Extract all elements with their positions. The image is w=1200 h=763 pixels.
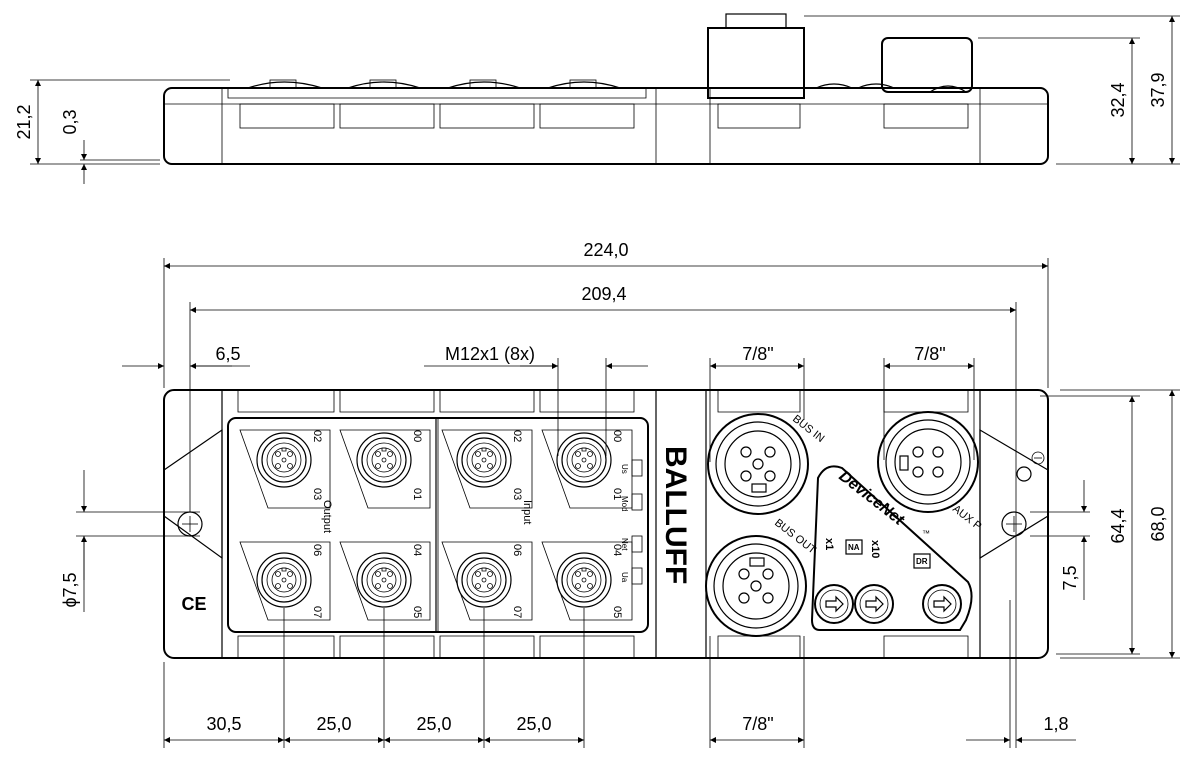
dim-right-gap: 1,8: [1043, 714, 1068, 734]
aux-power-label: AUX P: [950, 503, 983, 533]
output-label: Output: [321, 500, 333, 533]
port-label: 01: [611, 488, 623, 500]
dim-height-body: 32,4: [1108, 82, 1128, 117]
dim-total-length: 224,0: [583, 240, 628, 260]
led-us-label: Us: [620, 464, 629, 474]
dim-height-left: 21,2: [14, 104, 34, 139]
x1-label: x1: [823, 538, 835, 550]
status-leds: Us Mod Net Ua: [620, 459, 643, 585]
top-dimensions: 224,0 209,4 6,5 M12x1 (8x) 7/8" 7/8": [60, 240, 1180, 748]
bus-in-connector: [707, 413, 809, 515]
port-label: 02: [511, 430, 523, 442]
port-label: 04: [411, 544, 423, 556]
m12-port-5: [256, 552, 312, 608]
dim-edge-offset: 6,5: [215, 344, 240, 364]
aux-power-connector: [877, 411, 979, 513]
dim-pitch: 25,0: [516, 714, 551, 734]
led-net-label: Net: [620, 538, 629, 551]
led-ua-label: Ua: [620, 572, 629, 583]
m12-port-1: [256, 432, 312, 488]
port-label: 01: [411, 488, 423, 500]
m12-port-4: [556, 432, 612, 488]
side-view: [163, 13, 1049, 165]
port-label: 07: [311, 606, 323, 618]
dim-hole-offset: 7,5: [1060, 565, 1080, 590]
port-label: 07: [511, 606, 523, 618]
dim-hole-dia: ϕ7,5: [60, 572, 80, 607]
ce-mark: CE: [181, 594, 206, 614]
dim-offset-left: 0,3: [60, 109, 80, 134]
port-label: 03: [511, 488, 523, 500]
address-switch-x10[interactable]: [854, 584, 894, 624]
address-switch-x1[interactable]: [814, 584, 854, 624]
bus-in-label: BUS IN: [790, 413, 826, 445]
x10-label: x10: [869, 540, 881, 558]
input-label: Input: [521, 500, 533, 524]
mounting-hole-left: [177, 511, 203, 537]
dim-pitch-first: 30,5: [206, 714, 241, 734]
dim-width-inner: 64,4: [1108, 508, 1128, 543]
dim-pitch: 25,0: [416, 714, 451, 734]
side-body: [163, 87, 1049, 165]
bus-out-connector: [705, 535, 807, 637]
port-label: 04: [611, 544, 623, 556]
m12-port-6: [356, 552, 412, 608]
dim-connector-spec: M12x1 (8x): [445, 344, 535, 364]
m12-port-7: [456, 552, 512, 608]
trademark: ™: [922, 529, 930, 538]
ground-icon: [1016, 451, 1045, 482]
port-label: 06: [511, 544, 523, 556]
m12-port-3: [456, 432, 512, 488]
side-dimensions: 21,2 0,3 32,4 37,9: [14, 15, 1180, 184]
port-label: 06: [311, 544, 323, 556]
dim-height-total: 37,9: [1148, 72, 1168, 107]
dr-label: DR: [916, 557, 928, 566]
devicenet-logo: DeviceNet: [836, 468, 908, 529]
datarate-switch[interactable]: [922, 584, 962, 624]
m12-port-8: [556, 552, 612, 608]
port-label: 00: [411, 430, 423, 442]
dim-bus-out: 7/8": [742, 714, 773, 734]
dim-hole-spacing: 209,4: [581, 284, 626, 304]
mounting-hole-right: [1001, 511, 1027, 537]
dim-width-total: 68,0: [1148, 506, 1168, 541]
port-label: 00: [611, 430, 623, 442]
dim-bus-in: 7/8": [742, 344, 773, 364]
port-label: 05: [611, 606, 623, 618]
port-label: 03: [311, 488, 323, 500]
dim-aux: 7/8": [914, 344, 945, 364]
na-label: NA: [848, 543, 860, 552]
led-mod-label: Mod: [620, 496, 629, 512]
brand-logo: BALLUFF: [659, 446, 692, 584]
dim-pitch: 25,0: [316, 714, 351, 734]
devicenet-panel: [810, 465, 973, 631]
m12-port-2: [356, 432, 412, 488]
port-label: 05: [411, 606, 423, 618]
port-label: 02: [311, 430, 323, 442]
